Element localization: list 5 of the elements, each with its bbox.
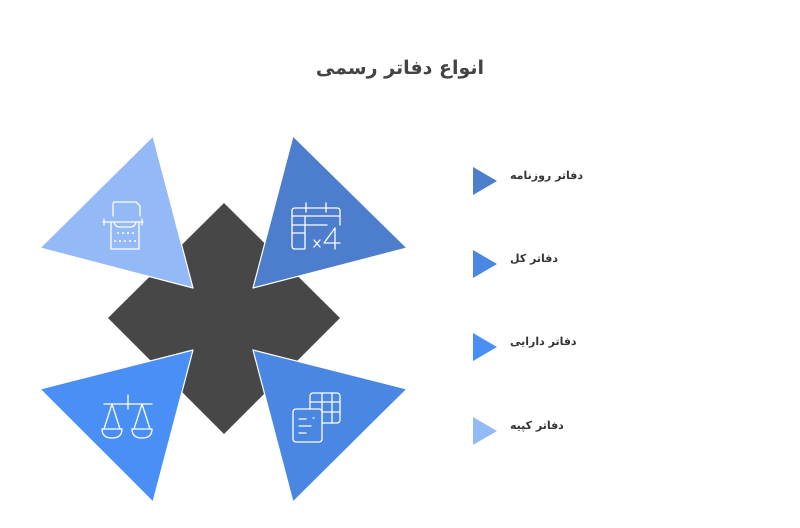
diagram-title: انواع دفاتر رسمی [314, 56, 486, 81]
legend-label: دفاتر روزنامه [510, 168, 584, 183]
legend-label: دفاتر کپیه [510, 418, 564, 433]
legend-label: دفاتر دارایی [510, 334, 577, 349]
legend-label: دفاتر کل [510, 251, 558, 266]
